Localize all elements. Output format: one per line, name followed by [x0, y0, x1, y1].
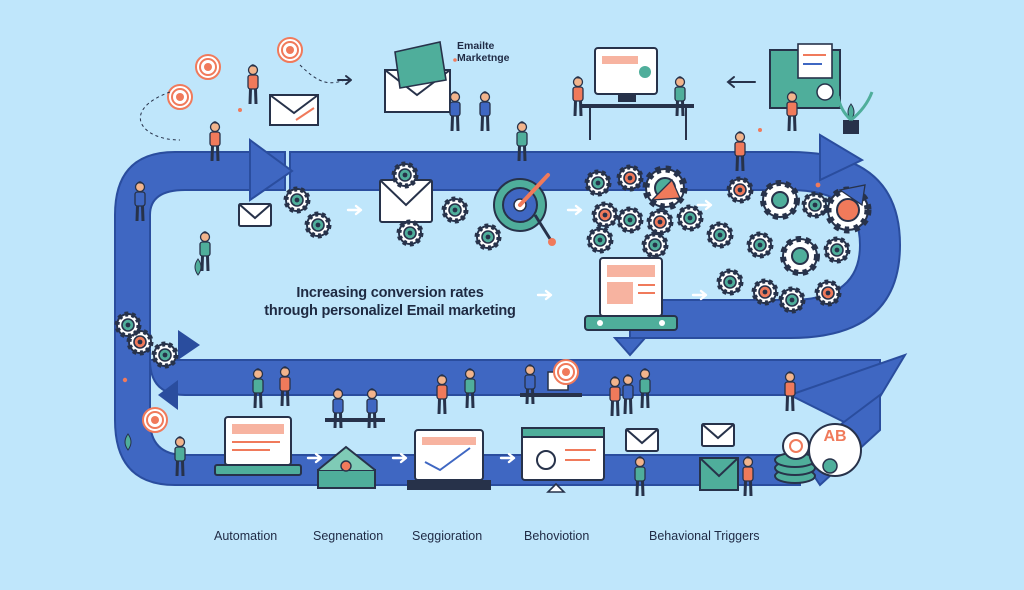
gear-icon — [589, 229, 611, 251]
gear-icon — [644, 234, 666, 256]
gear-icon — [619, 209, 641, 231]
envelope-gear-icon — [379, 164, 433, 244]
laptop-icon — [214, 416, 302, 476]
envelope-icon — [238, 203, 272, 227]
arrow-right-icon — [566, 204, 583, 216]
person-figure — [435, 372, 449, 416]
email-marketing-icon — [384, 41, 451, 113]
gear-icon — [594, 204, 616, 226]
gear-icon — [477, 226, 499, 248]
target-icon — [167, 84, 193, 110]
large-gear-icon — [780, 236, 820, 276]
plant-icon — [836, 91, 874, 134]
gear-icon — [729, 179, 751, 201]
tablet-icon — [584, 257, 678, 331]
gear-icon — [679, 207, 701, 229]
large-gear-icon — [824, 184, 872, 234]
top-scenes — [139, 37, 874, 173]
stage-label-behavior: Behoviotion — [524, 529, 590, 543]
arrow-right-icon — [696, 199, 713, 211]
envelope-icon — [269, 94, 319, 126]
person-figure — [638, 366, 652, 410]
person-figure — [463, 366, 477, 410]
arrow-right-icon — [346, 204, 363, 216]
gear-icon — [307, 214, 329, 236]
desk-scene — [325, 386, 385, 430]
person-figure — [621, 372, 635, 416]
browser-icon — [521, 427, 605, 493]
gear-icon — [754, 281, 776, 303]
person-figure — [448, 89, 462, 133]
arrow-right-icon — [691, 289, 708, 301]
middle-stage — [536, 236, 848, 331]
person-figure — [608, 374, 622, 418]
gear-icon — [817, 282, 839, 304]
stage-label-segmentation: Segnenation — [313, 529, 384, 543]
leaf-icon — [194, 258, 202, 276]
gear-icon — [619, 167, 641, 189]
whiteboard-icon — [769, 43, 841, 109]
top-stage — [238, 164, 872, 256]
gear-icon — [826, 239, 848, 261]
large-gear-icon — [760, 180, 800, 220]
target-icon — [195, 54, 221, 80]
envelope-icon — [317, 445, 376, 489]
gear-icon — [649, 211, 671, 233]
envelope-icon — [701, 423, 735, 447]
person-figure — [741, 454, 755, 498]
ab-badge-label: AB — [823, 428, 846, 445]
target-icon — [142, 407, 168, 433]
person-figure — [246, 62, 260, 106]
gear-icon — [781, 289, 803, 311]
person-figure — [785, 89, 799, 133]
person-figure — [278, 364, 292, 408]
brand-label: Emailte Marketnge — [457, 40, 510, 64]
person-figure — [571, 74, 585, 118]
stage-label-segregation: Seggioration — [412, 529, 483, 543]
stage-label-automation: Automation — [214, 529, 278, 543]
stage-label-behavioral-triggers: Behavional Triggers — [649, 529, 760, 543]
target-dial-icon — [493, 173, 556, 246]
bottom-stage: AB — [214, 416, 862, 498]
gear-icon — [286, 189, 308, 211]
monitor-icon — [407, 429, 491, 490]
person-figure — [198, 229, 212, 273]
computer-scene — [582, 47, 694, 140]
title-line-2: through personalizel Email marketing — [264, 303, 516, 319]
gear-icon — [719, 271, 741, 293]
gear-icon — [587, 172, 609, 194]
person-figure — [478, 89, 492, 133]
bottom-people — [251, 359, 797, 430]
arrow-right-icon — [337, 75, 352, 85]
envelope-icon — [625, 428, 659, 452]
gear-icon — [444, 199, 466, 221]
sparkles — [122, 58, 821, 383]
diagram-title: Increasing conversion rates through pers… — [200, 284, 580, 320]
brand-line-2: Marketnge — [457, 52, 510, 64]
desk-scene — [520, 359, 582, 406]
gear-icon — [709, 224, 731, 246]
gear-icon — [749, 234, 771, 256]
title-line-1: Increasing conversion rates — [296, 285, 484, 301]
person-figure — [673, 74, 687, 118]
envelope-icon — [699, 457, 739, 491]
person-figure — [251, 366, 265, 410]
brand-line-1: Emailte — [457, 40, 495, 52]
person-figure — [783, 369, 797, 413]
target-icon — [277, 37, 303, 63]
flow-path — [114, 133, 908, 487]
ab-badge-icon: AB — [774, 423, 862, 484]
gear-icon — [117, 314, 139, 336]
gear-icon — [154, 344, 176, 366]
person-figure — [633, 454, 647, 498]
large-gear-icon — [642, 165, 688, 211]
gear-icon — [804, 194, 826, 216]
